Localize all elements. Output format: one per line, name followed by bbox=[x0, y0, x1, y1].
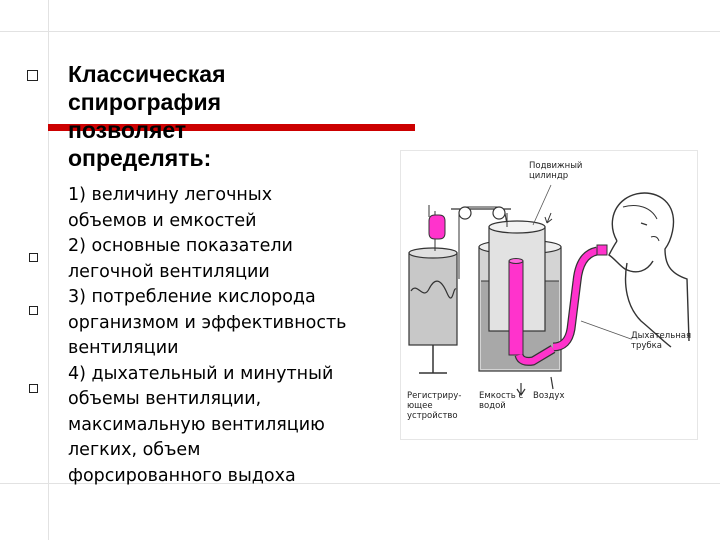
body-line: легочной вентиляции bbox=[68, 261, 270, 282]
label-line: Подвижный bbox=[529, 161, 583, 171]
body-line: форсированного выдоха bbox=[68, 465, 296, 486]
slide-title: Классическая спирография позволяет опред… bbox=[68, 60, 368, 172]
label-line: ющее bbox=[407, 401, 433, 411]
body-line: максимальную вентиляцию bbox=[68, 414, 325, 435]
recorder-drum bbox=[408, 211, 458, 374]
title-line: спирография bbox=[68, 89, 222, 115]
body-line: вентиляции bbox=[68, 338, 179, 358]
list-bullet-icon bbox=[29, 384, 38, 393]
label-line: трубка bbox=[631, 341, 662, 351]
label-leader-lines bbox=[532, 184, 632, 340]
spirograph-illustration bbox=[408, 184, 690, 397]
spirograph-diagram: Подвижный цилиндр Дыхательная трубка Рег… bbox=[400, 150, 698, 440]
breathing-tube bbox=[508, 244, 608, 366]
body-line: 3) потребление кислорода bbox=[68, 287, 316, 307]
water-tank-label: Емкость с водой bbox=[479, 391, 523, 411]
title-bullet-icon bbox=[27, 70, 38, 81]
body-line: 2) основные показатели bbox=[68, 236, 293, 256]
list-bullet-icon bbox=[29, 306, 38, 315]
recorder-label: Регистриру- ющее устройство bbox=[407, 391, 461, 421]
body-line: организмом и эффективность bbox=[68, 312, 347, 333]
title-line: Классическая bbox=[68, 61, 226, 87]
breathing-tube-label: Дыхательная трубка bbox=[631, 331, 691, 351]
label-line: цилиндр bbox=[529, 171, 569, 181]
label-line: устройство bbox=[407, 411, 458, 421]
body-line: 1) величину легочных bbox=[68, 185, 273, 205]
label-line: водой bbox=[479, 401, 506, 411]
body-list: 1) величину легочных объемов и емкостей … bbox=[68, 183, 398, 489]
counterweight bbox=[428, 205, 446, 240]
patient-figure bbox=[608, 192, 690, 348]
label-line: Воздух bbox=[533, 391, 565, 401]
red-accent-bar bbox=[48, 124, 415, 131]
list-bullet-icon bbox=[29, 253, 38, 262]
body-line: 4) дыхательный и минутный bbox=[68, 363, 334, 384]
horizontal-guide-line bbox=[0, 31, 720, 32]
title-line: позволяет bbox=[68, 117, 187, 143]
body-line: легких, объем bbox=[68, 440, 201, 460]
label-line: Дыхательная bbox=[631, 331, 692, 341]
airflow-arrows bbox=[516, 212, 554, 397]
moving-cylinder-label: Подвижный цилиндр bbox=[529, 161, 582, 181]
label-line: Емкость с bbox=[479, 391, 524, 401]
title-line: определять: bbox=[68, 145, 212, 171]
label-line: Регистриру- bbox=[407, 391, 462, 401]
horizontal-guide-line bbox=[0, 483, 720, 484]
pulley-system bbox=[451, 206, 511, 279]
vertical-guide-line bbox=[48, 0, 49, 540]
body-line: объемы вентиляции, bbox=[68, 389, 262, 409]
air-label: Воздух bbox=[533, 391, 565, 401]
body-line: объемов и емкостей bbox=[68, 210, 257, 231]
